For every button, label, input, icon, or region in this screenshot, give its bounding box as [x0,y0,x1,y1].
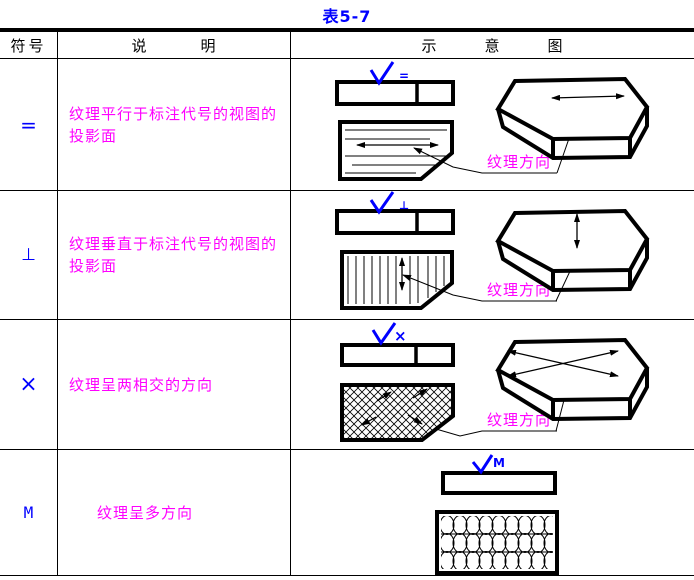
row3-description-text: 纹理呈两相交的方向 [69,375,214,394]
row4-description-text: 纹理呈多方向 [97,503,194,522]
row-divider-2 [0,319,694,320]
row3-diagram-svg: × 纹理方向 [340,322,650,442]
table-top-border [0,28,694,32]
row2-description-text: 纹理垂直于标注代号的视图的投影面 [69,235,278,275]
row1-description-text: 纹理平行于标注代号的视图的投影面 [69,104,278,145]
multi-direction-texture-pattern [441,516,553,569]
column-divider-1 [57,32,58,576]
row1-diagram: = 纹理方向 [290,59,694,190]
row4-diagram: M [290,450,694,575]
row-divider-1 [0,190,694,191]
row4-symbol: M [23,503,34,522]
row2-diagram-label: 纹理方向 [487,281,551,299]
row3-diagram-label: 纹理方向 [487,411,551,429]
row3-mark: × [394,327,407,345]
row3-symbol: × [19,372,38,397]
row1-diagram-svg: = 纹理方向 [335,61,650,181]
row1-diagram-label: 纹理方向 [487,153,551,171]
header-divider [0,58,694,59]
row3-diagram: × 纹理方向 [290,320,694,449]
header-symbol: 符号 [10,36,47,55]
row2-diagram: ⊥ 纹理方向 [290,191,694,319]
row2-symbol: ⊥ [21,245,36,265]
surface-texture-symbol-icon [371,322,397,346]
row2-diagram-svg: ⊥ 纹理方向 [335,191,650,310]
row-divider-3 [0,449,694,450]
header-description: 说明 [131,36,270,55]
page-title: 表5-7 [322,7,372,26]
row2-description: 纹理垂直于标注代号的视图的投影面 [57,191,290,319]
surface-texture-symbol-icon [471,454,494,475]
table-bottom-border [0,575,694,576]
column-divider-2 [290,32,291,576]
surface-texture-symbol-icon [369,61,395,86]
row1-mark: = [399,69,409,83]
header-diagram: 示意图 [421,36,611,55]
row4-diagram-svg: M [435,454,559,575]
surface-texture-symbol-icon [369,191,395,215]
row4-description: 纹理呈多方向 [57,450,290,575]
row1-description: 纹理平行于标注代号的视图的投影面 [57,59,290,190]
row1-symbol: = [20,112,37,137]
row2-mark: ⊥ [399,199,409,212]
row4-mark: M [493,456,505,470]
row3-description: 纹理呈两相交的方向 [57,320,290,449]
